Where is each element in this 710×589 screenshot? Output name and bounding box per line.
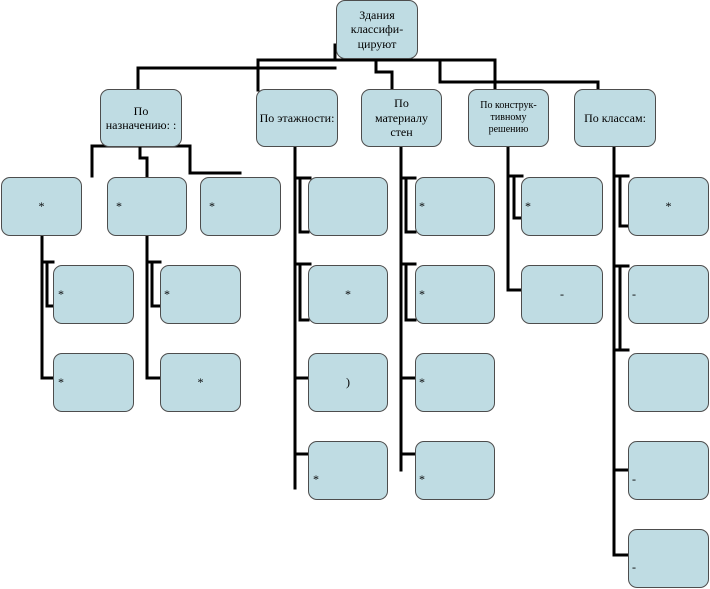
leaf-node	[308, 177, 388, 236]
leaf-marker: *	[419, 472, 425, 486]
root-node-label: Здания классифи-цируют	[350, 7, 404, 51]
leaf-node: -	[628, 529, 709, 588]
category-by-wall-material: По материалу стен	[361, 89, 442, 147]
category-label: По конструк-тивному решению	[480, 100, 537, 135]
leaf-node: *	[1, 177, 82, 236]
leaf-marker: )	[346, 375, 350, 390]
leaf-marker: -	[632, 287, 636, 301]
leaf-marker: *	[116, 199, 122, 213]
leaf-marker: *	[419, 199, 425, 213]
leaf-node: *	[160, 265, 241, 324]
leaf-marker: *	[58, 287, 64, 301]
leaf-marker: *	[313, 472, 319, 486]
leaf-node: *	[521, 177, 603, 236]
leaf-marker: *	[58, 375, 64, 389]
leaf-node: -	[628, 441, 709, 500]
category-label: По назначению: :	[105, 103, 177, 132]
leaf-node: *	[415, 353, 495, 412]
leaf-marker: *	[419, 287, 425, 301]
leaf-node: *	[308, 441, 388, 500]
category-label: По классам:	[584, 110, 646, 125]
leaf-node: *	[415, 265, 495, 324]
leaf-marker: *	[197, 375, 204, 390]
leaf-marker: -	[632, 560, 636, 574]
category-label: По материалу стен	[375, 96, 428, 140]
leaf-node: *	[53, 353, 134, 412]
leaf-node	[628, 353, 709, 412]
leaf-node: *	[53, 265, 134, 324]
leaf-marker: *	[209, 199, 215, 213]
category-label: По этажности:	[259, 110, 335, 125]
leaf-node: *	[415, 441, 495, 500]
leaf-node: *	[628, 177, 709, 236]
category-by-storeys: По этажности:	[256, 89, 338, 147]
leaf-marker: *	[525, 199, 531, 213]
leaf-node: *	[107, 177, 187, 236]
leaf-node: *	[160, 353, 241, 412]
leaf-marker: *	[419, 375, 425, 389]
leaf-marker: *	[665, 199, 672, 214]
category-by-purpose: По назначению: :	[100, 89, 182, 147]
category-by-structural-solution: По конструк-тивному решению	[468, 89, 549, 147]
leaf-node: *	[308, 265, 388, 324]
leaf-node: )	[308, 353, 388, 412]
leaf-marker: -	[632, 472, 636, 486]
root-node: Здания классифи-цируют	[336, 0, 418, 59]
leaf-marker: *	[345, 287, 351, 302]
category-by-classes: По классам:	[574, 89, 656, 147]
leaf-node: -	[521, 265, 603, 324]
leaf-node: -	[628, 265, 709, 324]
leaf-marker: -	[560, 287, 564, 302]
leaf-marker: *	[164, 287, 170, 301]
leaf-node: *	[415, 177, 495, 236]
leaf-node: *	[200, 177, 281, 236]
leaf-marker: *	[38, 199, 45, 214]
